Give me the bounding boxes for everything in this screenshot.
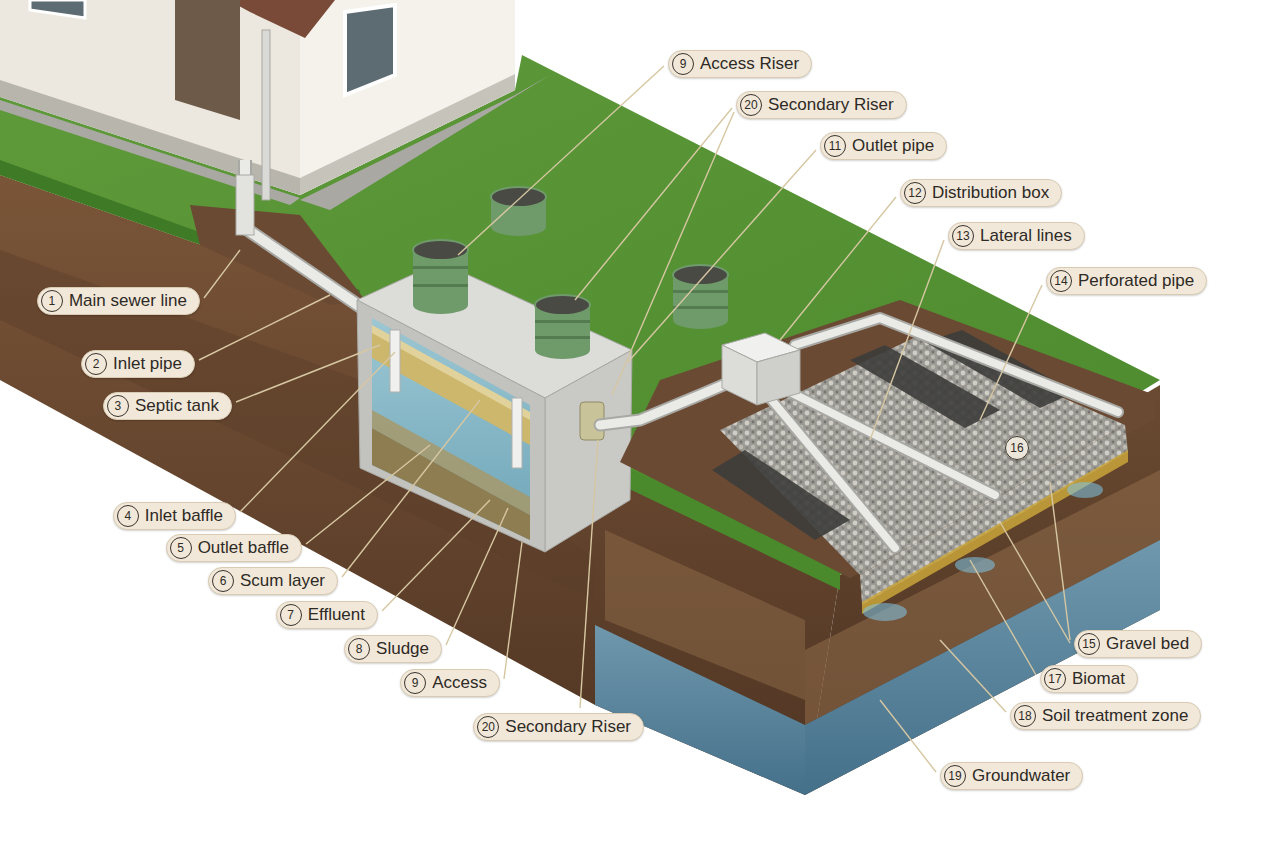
callout-pill: 9 Access <box>400 669 500 697</box>
callout-pill: 19 Groundwater <box>940 762 1083 790</box>
part-name: Access Riser <box>700 53 799 75</box>
part-name: Outlet pipe <box>852 135 934 157</box>
part-name: Biomat <box>1072 668 1125 690</box>
part-name: Gravel bed <box>1106 633 1189 655</box>
riser <box>413 240 468 314</box>
part-name: Inlet pipe <box>113 353 182 375</box>
callout-pill: 20 Secondary Riser <box>736 91 907 119</box>
callout-pill: 6 Scum layer <box>208 567 338 595</box>
part-name: Outlet baffle <box>198 537 289 559</box>
callout-number: 3 <box>107 395 129 417</box>
callout-pill: 11 Outlet pipe <box>820 132 947 160</box>
callout-pill: 7 Effluent <box>276 601 378 629</box>
part-name: Scum layer <box>240 570 325 592</box>
part-name: Perforated pipe <box>1078 270 1194 292</box>
callout-number: 7 <box>280 604 302 626</box>
riser <box>491 187 546 236</box>
callout-number: 9 <box>672 53 694 75</box>
callout-number: 17 <box>1044 668 1066 690</box>
part-name: Main sewer line <box>69 290 187 312</box>
riser <box>673 265 728 329</box>
callout-number: 16 <box>1005 436 1029 460</box>
callout-pill: 1 Main sewer line <box>37 287 200 315</box>
part-name: Sludge <box>376 638 429 660</box>
riser <box>535 295 590 359</box>
callout-pill: 3 Septic tank <box>103 392 232 420</box>
callout-number: 9 <box>404 672 426 694</box>
callout-pill: 12 Distribution box <box>900 179 1062 207</box>
callout-pill: 18 Soil treatment zone <box>1010 702 1201 730</box>
callout-pill: 4 Inlet baffle <box>113 502 236 530</box>
callout-number: 20 <box>740 94 762 116</box>
callout-pill: 9 Access Riser <box>668 50 812 78</box>
callout-pill: 15 Gravel bed <box>1074 630 1202 658</box>
callout-pill: 13 Lateral lines <box>948 222 1085 250</box>
callout-number: 20 <box>477 716 499 738</box>
callout-pill: 8 Sludge <box>344 635 442 663</box>
part-name: Effluent <box>308 604 365 626</box>
part-name: Secondary Riser <box>505 716 631 738</box>
part-name: Access <box>432 672 487 694</box>
callout-number: 1 <box>41 290 63 312</box>
callout-pill: 14 Perforated pipe <box>1046 267 1207 295</box>
callout-marker: 16 <box>1005 436 1029 460</box>
callout-pill: 20 Secondary Riser <box>473 713 644 741</box>
callout-number: 12 <box>904 182 926 204</box>
callout-number: 13 <box>952 225 974 247</box>
part-name: Soil treatment zone <box>1042 705 1188 727</box>
callout-number: 2 <box>85 353 107 375</box>
part-name: Lateral lines <box>980 225 1072 247</box>
callout-number: 19 <box>944 765 966 787</box>
callout-pill: 17 Biomat <box>1040 665 1138 693</box>
callout-number: 4 <box>117 505 139 527</box>
part-name: Distribution box <box>932 182 1049 204</box>
callout-number: 5 <box>170 537 192 559</box>
callout-number: 15 <box>1078 633 1100 655</box>
part-name: Groundwater <box>972 765 1070 787</box>
callout-pill: 2 Inlet pipe <box>81 350 195 378</box>
callout-number: 8 <box>348 638 370 660</box>
callout-number: 14 <box>1050 270 1072 292</box>
part-name: Secondary Riser <box>768 94 894 116</box>
callout-number: 11 <box>824 135 846 157</box>
callout-pill: 5 Outlet baffle <box>166 534 302 562</box>
part-name: Inlet baffle <box>145 505 223 527</box>
callout-number: 6 <box>212 570 234 592</box>
part-name: Septic tank <box>135 395 219 417</box>
callout-number: 18 <box>1014 705 1036 727</box>
